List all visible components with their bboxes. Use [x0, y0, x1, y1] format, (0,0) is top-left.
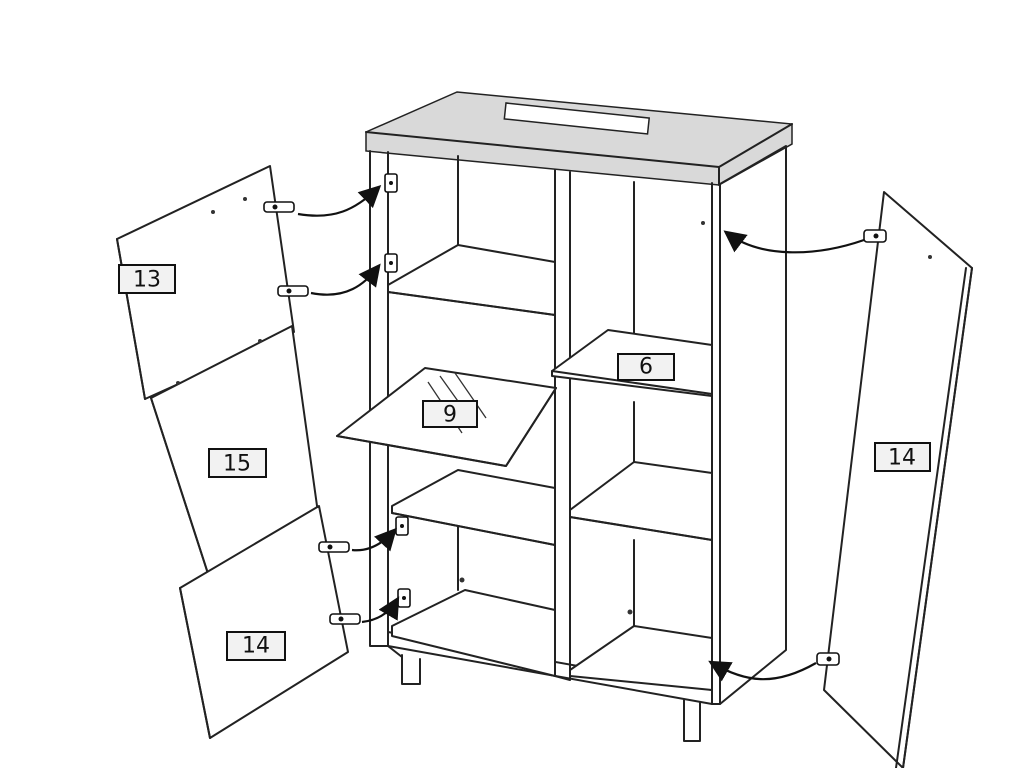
left-middle-door-label-box [208, 448, 267, 478]
left-leg-joint [387, 645, 403, 658]
left-front-leg [401, 654, 421, 685]
hinge-icon [277, 285, 309, 297]
hinge-icon [816, 652, 840, 666]
shelf-pin-hole [459, 577, 465, 583]
left-middle-door-edge [150, 397, 213, 587]
assembly-arrow [723, 230, 865, 254]
right-shelf: 6 [551, 329, 713, 397]
door-hole [258, 339, 262, 343]
cabinet-top-level-bar [503, 102, 651, 135]
right-door-front-edge [902, 267, 973, 768]
left-middle-door: 15 [150, 325, 319, 587]
right-side-front-edge [711, 182, 721, 705]
assembly-arrow [361, 596, 400, 624]
middle-left-shelf [391, 469, 556, 546]
right-front-leg [683, 699, 701, 742]
left-lower-door-label: 14 [242, 634, 270, 659]
assembly-arrow [310, 263, 381, 296]
right-door-label-box [874, 442, 931, 472]
lower-right-shelf-front-edge [569, 516, 713, 541]
door-hole [243, 197, 247, 201]
assembly-arrow [351, 527, 397, 552]
hinge-icon [329, 613, 361, 625]
cabinet-top-panel [365, 91, 793, 186]
hinges [263, 173, 887, 666]
bottom-right-compartment [569, 625, 713, 691]
assembly-arrow [708, 660, 817, 682]
door-hole [176, 381, 180, 385]
bottom-left-compartment [391, 589, 556, 677]
center-shelf: 9 [336, 367, 557, 467]
hinge-plate-icon [395, 516, 409, 536]
hinge-plate-icon [397, 588, 411, 608]
left-lower-door: 14 [179, 505, 349, 739]
center-shelf-label-box [422, 400, 478, 428]
center-shelf-label: 9 [443, 403, 457, 428]
right-shelf-label: 6 [639, 355, 653, 380]
shelf-pin-hole [701, 221, 705, 225]
center-shelf-edges [336, 387, 557, 467]
assembly-arrow [297, 184, 382, 217]
shelf-pin-hole [627, 609, 633, 615]
cabinet [365, 91, 793, 742]
left-lower-door-edge [179, 587, 211, 739]
right-shelf-front-edge [551, 370, 713, 395]
lower-right-shelf [569, 461, 713, 541]
door-hole [211, 210, 215, 214]
left-upper-door-label: 13 [133, 268, 161, 293]
right-shelf-label-box [617, 353, 675, 381]
right-door-inner-edge [895, 267, 967, 768]
left-upper-door-label-box [118, 264, 176, 294]
middle-left-shelf-front-edge [391, 512, 556, 546]
left-upper-door: 13 [116, 165, 295, 400]
door-hole [928, 255, 932, 259]
hinge-plate-icon [384, 173, 398, 193]
left-lower-door-label-box [226, 631, 286, 661]
right-door: 14 [823, 191, 973, 768]
hinge-icon [863, 229, 887, 243]
upper-left-shelf-front-edge [387, 291, 556, 316]
hinge-icon [318, 541, 350, 553]
right-side-panel [719, 145, 787, 705]
center-divider [554, 169, 571, 681]
assembly-arrows [297, 184, 865, 682]
right-door-label: 14 [888, 446, 916, 471]
hinge-icon [263, 201, 295, 213]
hinge-plate-icon [384, 253, 398, 273]
right-door-panel [823, 191, 973, 768]
left-middle-door-label: 15 [223, 452, 251, 477]
